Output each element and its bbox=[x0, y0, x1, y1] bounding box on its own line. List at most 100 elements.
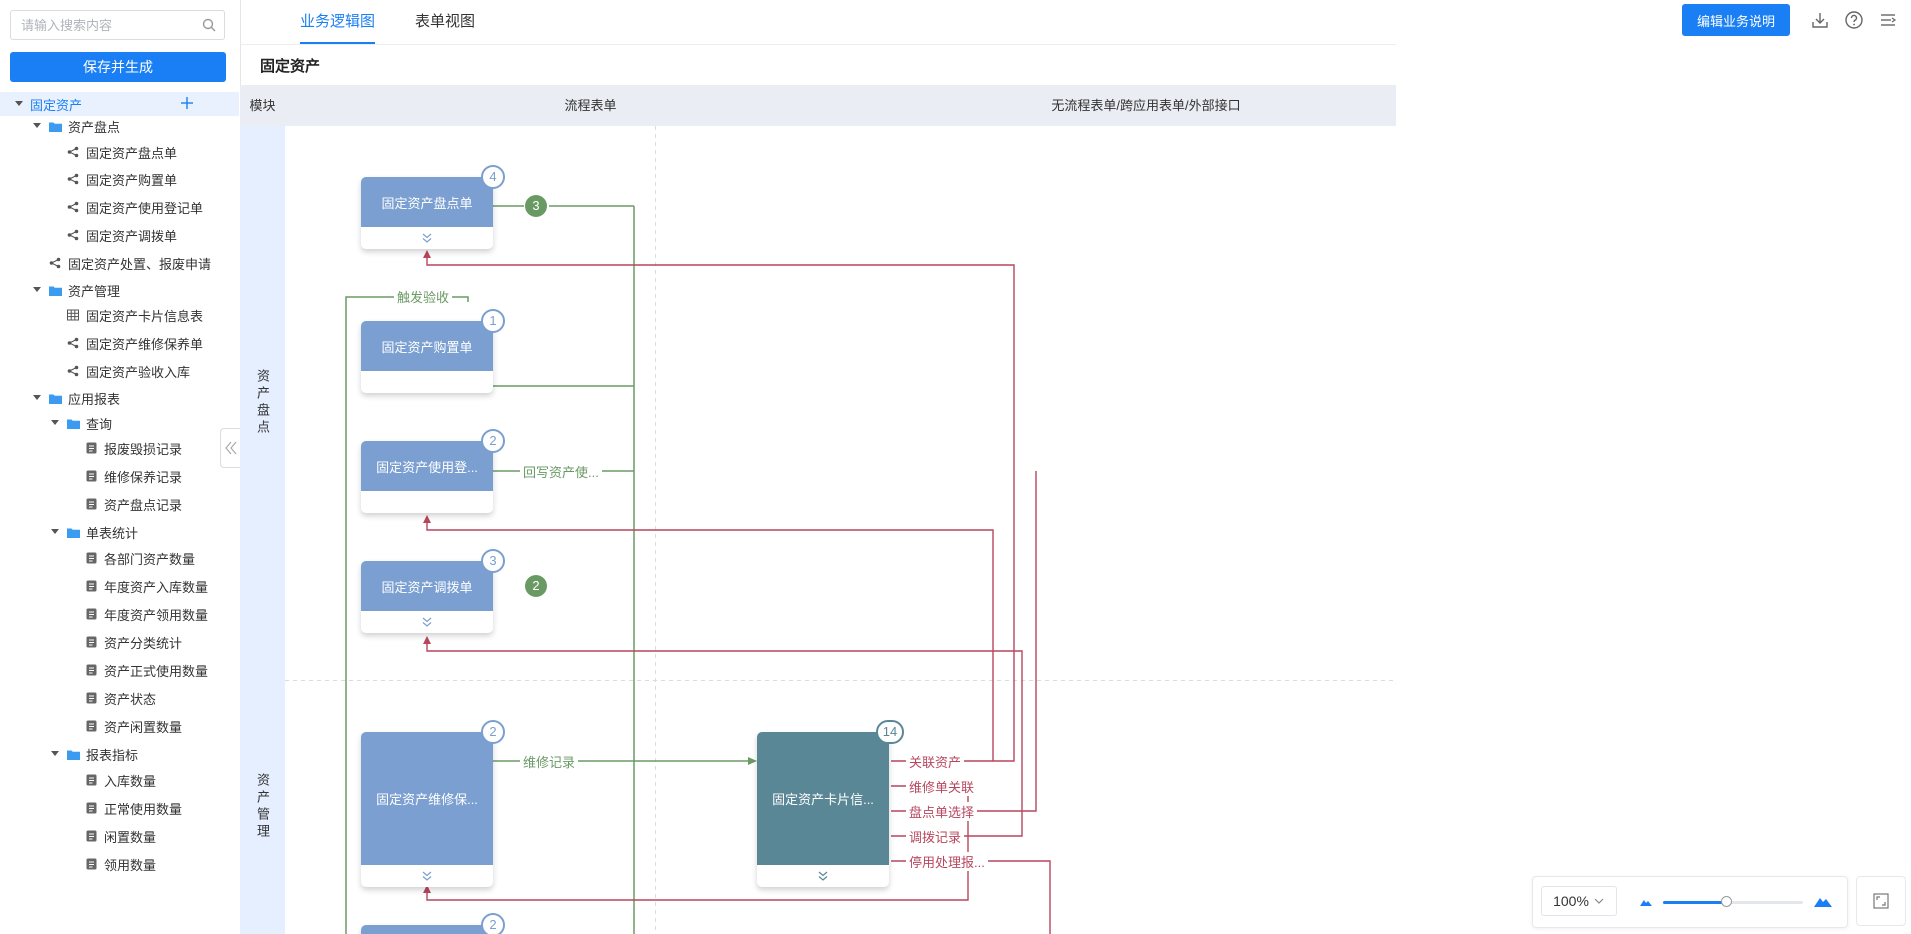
node-maintenance-form[interactable]: 固定资产维修保... bbox=[361, 732, 493, 887]
node-transfer-form[interactable]: 固定资产调拨单 bbox=[361, 561, 493, 633]
node-label: 固定资产调拨单 bbox=[361, 561, 493, 611]
zoom-slider-handle[interactable] bbox=[1721, 896, 1732, 907]
tree-item[interactable]: 入库数量 bbox=[0, 768, 239, 792]
caret-down-icon[interactable] bbox=[50, 749, 60, 759]
tree-item[interactable]: 固定资产 bbox=[0, 92, 239, 116]
tree-item[interactable]: 固定资产维修保养单 bbox=[0, 331, 239, 355]
edge-label-related-asset: 关联资产 bbox=[906, 752, 965, 771]
tree-item[interactable]: 固定资产调拨单 bbox=[0, 223, 239, 247]
group-count-badge[interactable]: 3 bbox=[525, 195, 547, 217]
tree-item[interactable]: 资产管理 bbox=[0, 278, 239, 302]
chevron-down-icon[interactable] bbox=[757, 865, 889, 887]
caret-down-icon[interactable] bbox=[32, 121, 42, 131]
node-inventory-form[interactable]: 固定资产盘点单 bbox=[361, 177, 493, 249]
tree-item[interactable]: 资产闲置数量 bbox=[0, 714, 239, 738]
tree-item[interactable]: 资产盘点记录 bbox=[0, 492, 239, 516]
business-logic-diagram: 模块 流程表单 无流程表单/跨应用表单/外部接口 资产盘点 资产管理 bbox=[240, 85, 1396, 934]
search-icon[interactable] bbox=[202, 18, 216, 32]
tree-item[interactable]: 年度资产领用数量 bbox=[0, 602, 239, 626]
caret-spacer bbox=[68, 803, 78, 813]
tree-item[interactable]: 资产分类统计 bbox=[0, 630, 239, 654]
caret-down-icon[interactable] bbox=[14, 99, 24, 109]
tree-item-label: 各部门资产数量 bbox=[104, 551, 196, 567]
tree-item[interactable]: 固定资产购置单 bbox=[0, 167, 239, 191]
double-chevron-left-icon bbox=[225, 441, 237, 455]
edge-label-repair-record: 维修记录 bbox=[520, 752, 579, 771]
tree-item[interactable]: 报废毁损记录 bbox=[0, 436, 239, 460]
flow-form-icon bbox=[66, 200, 80, 214]
search-input[interactable] bbox=[11, 11, 211, 39]
caret-down-icon[interactable] bbox=[50, 527, 60, 537]
tree-item[interactable]: 固定资产卡片信息表 bbox=[0, 303, 239, 327]
caret-down-icon[interactable] bbox=[32, 285, 42, 295]
collapse-sidebar-button[interactable] bbox=[220, 428, 241, 468]
tree-item[interactable]: 年度资产入库数量 bbox=[0, 574, 239, 598]
tree-item[interactable]: 固定资产盘点单 bbox=[0, 140, 239, 164]
edge-label-writeback: 回写资产使... bbox=[520, 462, 602, 481]
tree-item[interactable]: 领用数量 bbox=[0, 852, 239, 876]
search-box bbox=[10, 10, 225, 40]
tree-item-label: 正常使用数量 bbox=[104, 801, 183, 817]
tree-item[interactable]: 单表统计 bbox=[0, 520, 239, 544]
node-acceptance-form[interactable] bbox=[361, 925, 493, 934]
save-and-generate-button[interactable]: 保存并生成 bbox=[10, 52, 226, 82]
tab-business-logic[interactable]: 业务逻辑图 bbox=[300, 0, 376, 44]
page-title: 固定资产 bbox=[260, 58, 321, 75]
tree-item-label: 固定资产购置单 bbox=[86, 172, 178, 188]
tree-item-label: 固定资产验收入库 bbox=[86, 364, 191, 380]
zoom-level-select[interactable]: 100% bbox=[1541, 886, 1617, 916]
caret-spacer bbox=[50, 147, 60, 157]
tree-item[interactable]: 正常使用数量 bbox=[0, 796, 239, 820]
tree-item[interactable]: 固定资产使用登记单 bbox=[0, 195, 239, 219]
folder-icon bbox=[66, 416, 80, 430]
node-count-badge: 2 bbox=[481, 720, 505, 744]
tree-item[interactable]: 维修保养记录 bbox=[0, 464, 239, 488]
zoom-slider-track[interactable] bbox=[1663, 901, 1803, 904]
chevron-down-icon[interactable] bbox=[361, 865, 493, 887]
folder-icon bbox=[48, 119, 62, 133]
help-icon[interactable] bbox=[1844, 10, 1864, 30]
report-icon bbox=[84, 497, 98, 511]
tree-item[interactable]: 各部门资产数量 bbox=[0, 546, 239, 570]
node-asset-card-table[interactable]: 固定资产卡片信... bbox=[757, 732, 889, 887]
node-usage-registration-form[interactable]: 固定资产使用登... bbox=[361, 441, 493, 513]
report-icon bbox=[84, 607, 98, 621]
tree-item[interactable]: 资产盘点 bbox=[0, 114, 239, 138]
tree-item-label: 入库数量 bbox=[104, 773, 157, 789]
tree-item[interactable]: 固定资产处置、报废申请 bbox=[0, 251, 239, 275]
tree-item[interactable]: 报表指标 bbox=[0, 742, 239, 766]
tree-item[interactable]: 查询 bbox=[0, 411, 239, 435]
tree-item[interactable]: 资产状态 bbox=[0, 686, 239, 710]
edit-business-description-button[interactable]: 编辑业务说明 bbox=[1682, 4, 1790, 36]
caret-spacer bbox=[32, 258, 42, 268]
node-count-badge: 2 bbox=[481, 429, 505, 453]
caret-down-icon[interactable] bbox=[50, 418, 60, 428]
flow-form-icon bbox=[66, 336, 80, 350]
tree-item[interactable]: 固定资产验收入库 bbox=[0, 359, 239, 383]
tree-item[interactable]: 应用报表 bbox=[0, 386, 239, 410]
view-tabs: 业务逻辑图 表单视图 bbox=[300, 0, 515, 44]
menu-icon[interactable] bbox=[1878, 10, 1898, 30]
report-icon bbox=[84, 857, 98, 871]
add-icon[interactable] bbox=[180, 96, 194, 110]
download-icon[interactable] bbox=[1810, 10, 1830, 30]
report-icon bbox=[84, 441, 98, 455]
tab-form-view[interactable]: 表单视图 bbox=[415, 13, 476, 30]
report-icon bbox=[84, 691, 98, 705]
tree-item-label: 年度资产领用数量 bbox=[104, 607, 209, 623]
zoom-in-icon[interactable] bbox=[1813, 890, 1833, 910]
tree-item[interactable]: 闲置数量 bbox=[0, 824, 239, 848]
node-purchase-form[interactable]: 固定资产购置单 bbox=[361, 321, 493, 393]
zoom-out-icon[interactable] bbox=[1639, 894, 1653, 908]
node-label: 固定资产购置单 bbox=[361, 321, 493, 371]
sidebar: 保存并生成 固定资产资产盘点固定资产盘点单固定资产购置单固定资产使用登记单固定资… bbox=[0, 0, 241, 934]
tree-item[interactable]: 资产正式使用数量 bbox=[0, 658, 239, 682]
tree-item-label: 固定资产调拨单 bbox=[86, 228, 178, 244]
caret-down-icon[interactable] bbox=[32, 393, 42, 403]
chevron-down-icon[interactable] bbox=[361, 611, 493, 633]
lane-label-inventory: 资产盘点 bbox=[240, 126, 285, 680]
chevron-down-icon[interactable] bbox=[361, 227, 493, 249]
fit-view-button[interactable] bbox=[1856, 876, 1906, 926]
tree-item-label: 资产管理 bbox=[68, 283, 121, 299]
group-count-badge[interactable]: 2 bbox=[525, 575, 547, 597]
